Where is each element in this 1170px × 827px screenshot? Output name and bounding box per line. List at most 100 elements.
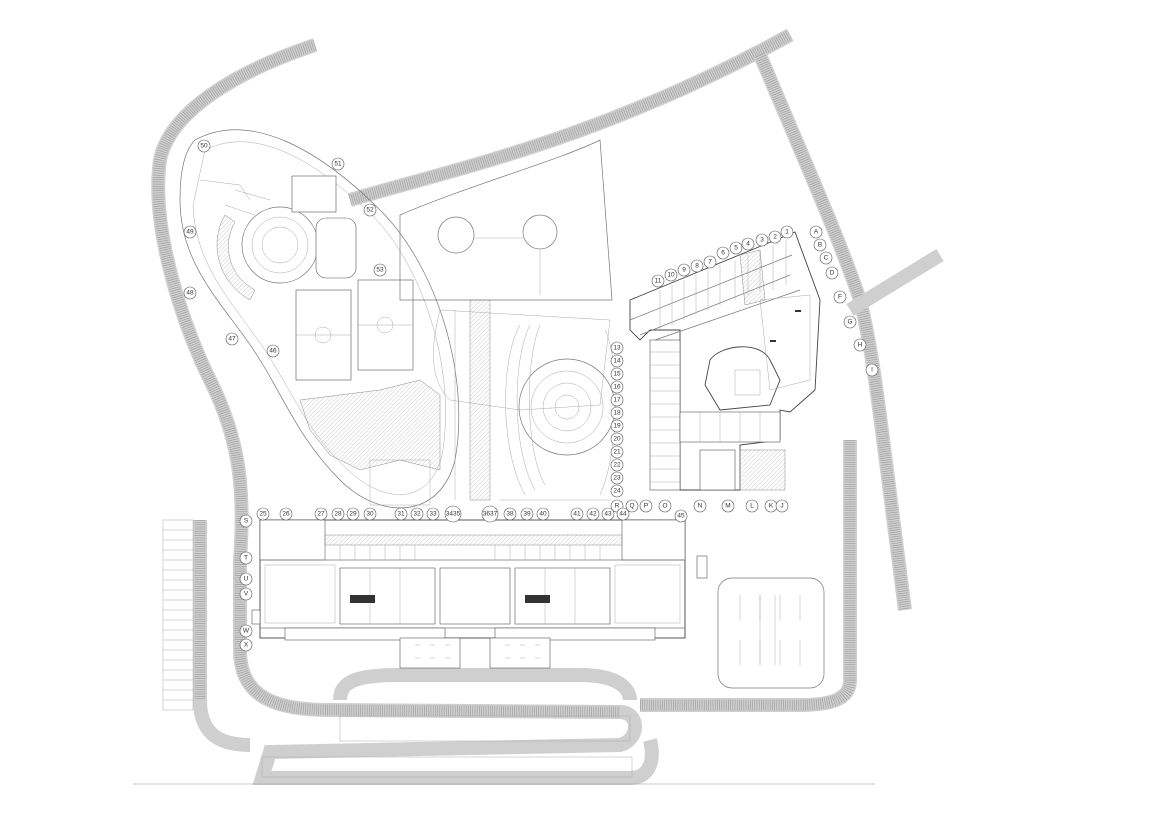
grid-bubble-label: O [662, 503, 667, 510]
grid-bubble-label: 49 [186, 229, 194, 236]
grid-bubble: 10 [664, 268, 678, 282]
grid-bubble-label: 45 [677, 513, 685, 520]
grid-bubble: 41 [570, 507, 584, 521]
grid-bubble: 38 [503, 507, 517, 521]
grid-bubble-label: 14 [613, 358, 621, 365]
grid-bubble-label: 16 [613, 384, 621, 391]
grid-bubble: 43 [601, 507, 615, 521]
grid-bubble: L [745, 499, 759, 513]
grid-bubble: H [853, 338, 867, 352]
grid-bubble-label: A [814, 229, 819, 236]
grid-bubble: O [658, 499, 672, 513]
grid-bubble-label: 3435 [446, 511, 461, 518]
sports-campus [179, 129, 460, 509]
grid-bubble: 51 [331, 157, 345, 171]
grid-bubble-label: 3 [760, 237, 764, 244]
grid-bubble: 40 [536, 507, 550, 521]
grid-bubble: P [639, 499, 653, 513]
grid-bubble: Q [625, 499, 639, 513]
grid-bubble-label: 13 [613, 345, 621, 352]
grid-bubble-label: 25 [259, 511, 267, 518]
grid-bubble-label: U [244, 576, 249, 583]
grid-bubble: D [825, 266, 839, 280]
grid-bubble: A [809, 225, 823, 239]
grid-bubble-label: 10 [667, 272, 675, 279]
grid-bubble: 45 [674, 509, 688, 523]
grid-bubble: 31 [394, 507, 408, 521]
grid-bubble-label: 47 [228, 336, 236, 343]
grid-bubble: 13 [610, 341, 624, 355]
labyrinth-garden [505, 324, 616, 496]
grid-bubble-label: 20 [613, 436, 621, 443]
grid-bubble-label: 43 [604, 511, 612, 518]
grid-bubble: 8 [690, 259, 704, 273]
grid-bubble: 11 [651, 274, 665, 288]
grid-bubble: 30 [363, 507, 377, 521]
grid-bubble: 5 [729, 241, 743, 255]
grid-bubble-label: 2 [773, 234, 777, 241]
grid-bubble: 47 [225, 332, 239, 346]
grid-bubble-label: B [818, 242, 822, 249]
grid-bubble-label: R [615, 503, 620, 510]
grid-bubble-label: 4 [746, 241, 750, 248]
grid-bubble: K [764, 499, 778, 513]
grid-bubble: 19 [610, 419, 624, 433]
main-building [251, 519, 708, 669]
grid-bubble: 32 [410, 507, 424, 521]
grid-bubble: X [239, 638, 253, 652]
grid-bubble-label: 5 [734, 245, 738, 252]
grid-bubble: 44 [616, 507, 630, 521]
grid-bubble-label: 44 [619, 511, 627, 518]
grid-bubble-label: 7 [708, 259, 712, 266]
grid-bubble-label: 6 [721, 250, 725, 257]
grid-bubble-label: 51 [334, 161, 342, 168]
grid-bubble-label: J [780, 503, 783, 510]
grid-bubble-label: N [698, 503, 703, 510]
grid-bubble: 53 [373, 263, 387, 277]
grid-bubble: 17 [610, 393, 624, 407]
grid-bubble-label: 24 [613, 488, 621, 495]
grid-bubble: 26 [279, 507, 293, 521]
grid-bubble-label: 8 [695, 263, 699, 270]
grid-bubble-label: I [871, 367, 873, 374]
grid-bubble: J [775, 499, 789, 513]
grid-bubble: C [819, 251, 833, 265]
grid-bubble: 28 [331, 507, 345, 521]
grid-bubble-label: 48 [186, 290, 194, 297]
grid-bubble-label: 26 [282, 511, 290, 518]
road-network [151, 28, 944, 785]
grid-bubble-label: W [243, 628, 250, 635]
grid-bubble: 25 [256, 507, 270, 521]
grid-bubble: U [239, 572, 253, 586]
grid-bubble: 21 [610, 445, 624, 459]
grid-bubble: 22 [610, 458, 624, 472]
grid-bubble-label: V [244, 591, 249, 598]
grid-bubble: 14 [610, 354, 624, 368]
grid-bubble-label: 27 [317, 511, 325, 518]
grid-bubble: 39 [520, 507, 534, 521]
grid-bubble-label: Q [629, 503, 634, 510]
grid-bubble: S [239, 514, 253, 528]
grid-bubble: 4 [741, 237, 755, 251]
grid-bubble: 6 [716, 246, 730, 260]
grid-bubble-label: 38 [506, 511, 514, 518]
grid-bubble: 27 [314, 507, 328, 521]
grid-bubble-label: 18 [613, 410, 621, 417]
grid-bubble: 7 [703, 255, 717, 269]
grid-bubble: 52 [363, 203, 377, 217]
grid-bubble-label: 29 [349, 511, 357, 518]
grid-bubble-label: F [838, 294, 842, 301]
grid-bubble: V [239, 587, 253, 601]
grid-bubble: T [239, 551, 253, 565]
grid-bubble-label: 19 [613, 423, 621, 430]
grid-bubble: I [865, 363, 879, 377]
grid-bubble: 50 [197, 139, 211, 153]
grid-bubble: M [721, 499, 735, 513]
grid-bubble-label: 50 [200, 143, 208, 150]
grid-bubble: 46 [266, 344, 280, 358]
grid-bubble-label: M [725, 503, 730, 510]
grid-bubble-label: S [244, 518, 249, 525]
grid-bubble-label: 39 [523, 511, 531, 518]
grid-bubble: N [693, 499, 707, 513]
